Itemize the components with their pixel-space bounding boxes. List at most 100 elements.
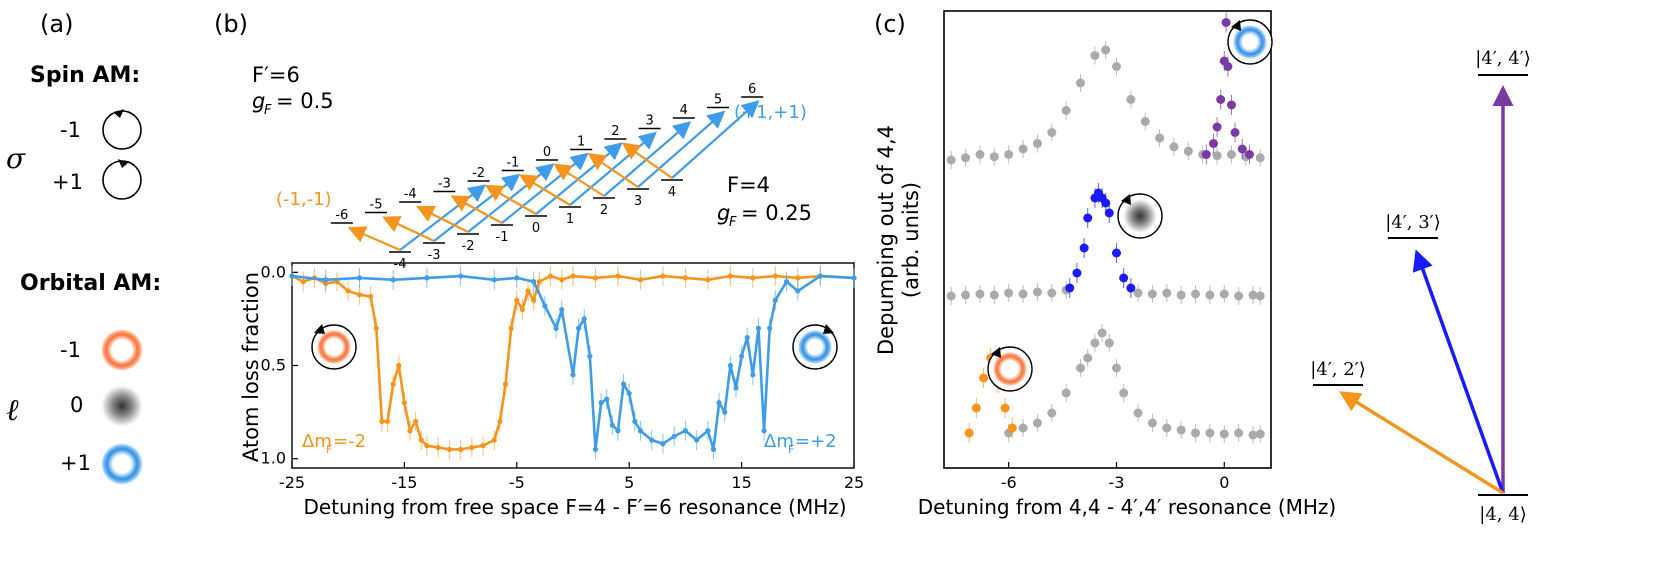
dmf-plus-tail: =+2: [795, 431, 837, 452]
gray-point: [989, 290, 999, 300]
data-point: [660, 441, 666, 447]
upper-manifold-label: F′=6: [252, 63, 300, 87]
chart-c-xlabel: Detuning from 4,4 - 4′,4′ resonance (MHz…: [918, 495, 1336, 519]
lower-level-label: 1: [566, 212, 574, 227]
data-point: [649, 437, 655, 443]
highlight-point: [1223, 62, 1233, 71]
data-point: [502, 381, 509, 387]
blue-beam-icon: [792, 324, 838, 370]
highlight-point: [971, 403, 981, 413]
lower-level-label: 0: [532, 221, 540, 236]
data-point: [626, 390, 632, 397]
gray-point: [1191, 289, 1201, 299]
upper-level-label: 4: [680, 103, 688, 118]
gray-point: [1076, 78, 1086, 88]
spin-value-plus: +1: [52, 170, 83, 194]
transition-minus-arrow: [416, 206, 469, 233]
highlight-point: [1079, 243, 1089, 253]
gray-point: [1076, 363, 1086, 373]
gray-point: [975, 289, 985, 299]
dmf-minus-annotation: Δm F =-2: [302, 431, 366, 456]
level-4p3p-label: |4′, 3′⟩: [1385, 212, 1441, 233]
data-point: [570, 273, 576, 279]
highlight-point: [1201, 150, 1211, 159]
highlight-point: [1007, 423, 1017, 433]
orbital-value-minus: -1: [60, 338, 81, 362]
chart-c-ylabel-line1: Depumping out of 4,4: [874, 125, 898, 355]
highlight-point: [1221, 18, 1231, 27]
gray-point: [1004, 288, 1014, 298]
highlight-point: [1083, 213, 1093, 223]
negative-transition-label: (-1,-1): [276, 189, 332, 210]
data-point: [480, 443, 486, 449]
g-subscript-lower: F: [729, 215, 737, 230]
gray-point: [1205, 290, 1215, 300]
x-tick-label: -15: [391, 473, 417, 492]
gray-point: [1018, 289, 1028, 299]
highlight-point: [1226, 100, 1236, 110]
gray-point: [1234, 428, 1244, 438]
orbital-value-plus: +1: [60, 451, 91, 475]
gray-point: [1090, 338, 1100, 348]
upper-level-label: -1: [506, 156, 519, 171]
data-point: [795, 275, 801, 281]
data-point: [458, 446, 464, 452]
g-symbol: g: [252, 89, 265, 113]
highlight-point: [1237, 144, 1247, 154]
data-point: [772, 273, 778, 279]
lower-level-label: -2: [462, 239, 475, 254]
data-point: [356, 292, 363, 298]
upper-level-label: 2: [611, 124, 619, 139]
blue-beam-icon-c: [1227, 19, 1273, 65]
gray-blob-icon: [100, 384, 144, 428]
data-point: [727, 273, 733, 279]
highlight-point: [1065, 283, 1075, 293]
data-point: [553, 325, 559, 331]
data-point: [390, 381, 396, 387]
dmf-plus-annotation: Δm F =+2: [764, 431, 837, 456]
lower-level-label: -4: [394, 257, 407, 272]
series-line: [291, 274, 855, 451]
lower-manifold-label: F=4: [727, 173, 770, 197]
gray-point: [1090, 51, 1100, 60]
gray-point: [1101, 45, 1111, 55]
data-point: [536, 279, 542, 285]
gray-point: [946, 155, 956, 165]
transition-minus-arrow: [621, 142, 673, 179]
lower-level-label: -3: [428, 248, 441, 263]
data-point: [531, 279, 537, 285]
data-point: [739, 353, 745, 359]
gray-point: [1183, 146, 1193, 156]
data-point: [424, 275, 430, 281]
data-point: [722, 409, 728, 415]
data-point: [390, 277, 396, 283]
ccw-circle-icon: [102, 109, 142, 150]
data-point: [458, 273, 464, 279]
data-point: [615, 273, 621, 279]
upper-level-label: -5: [370, 198, 383, 213]
gray-point: [1061, 388, 1071, 398]
gray-point: [1234, 291, 1244, 301]
level-4p2p-label: |4′, 2′⟩: [1310, 359, 1366, 380]
sigma-symbol: σ: [6, 142, 26, 175]
gray-point: [1097, 328, 1107, 338]
gray-point: [1147, 289, 1157, 299]
data-point: [727, 362, 733, 369]
highlight-point: [1111, 248, 1121, 258]
gray-point: [1111, 363, 1121, 373]
panel-b-label: (b): [214, 10, 248, 38]
gray-point: [1083, 353, 1093, 363]
lower-level-label: -1: [496, 230, 509, 245]
data-point: [379, 418, 385, 425]
gray-point: [1032, 287, 1042, 297]
gray-point: [1111, 62, 1121, 71]
data-point: [604, 396, 610, 402]
data-point: [497, 418, 503, 425]
gray-point: [1191, 428, 1201, 438]
data-point: [491, 437, 497, 443]
data-point: [705, 277, 711, 283]
